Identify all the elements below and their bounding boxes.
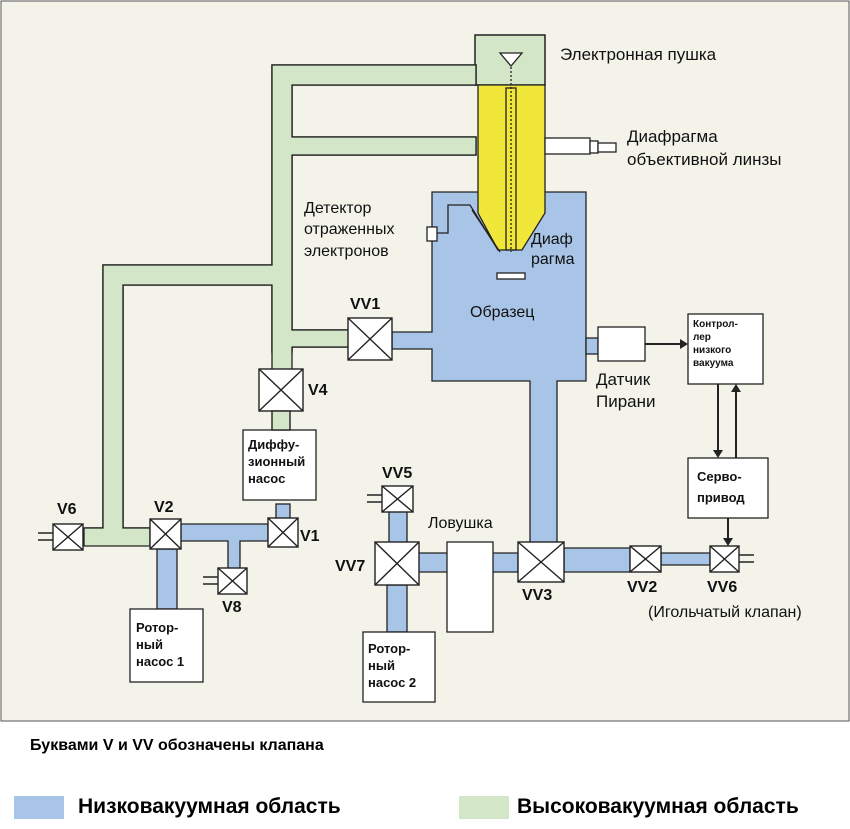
valve-vv5	[381, 485, 414, 513]
pipe-vv5-down	[388, 510, 408, 545]
label-needle-valve: (Игольчатый клапан)	[648, 604, 802, 621]
rotary-pump-1	[129, 608, 204, 683]
label-objective-aperture-1: Диафрагма	[627, 127, 718, 146]
label-v4: V4	[308, 382, 328, 399]
rotary-pump-1-text: Ротор- ный насос 1	[136, 620, 185, 669]
pipe-vv2-vv6	[660, 552, 711, 566]
vent-stubs	[38, 494, 754, 585]
objective-aperture-end	[597, 142, 617, 153]
label-vv7: VV7	[335, 558, 366, 575]
legend-low-swatch	[14, 796, 64, 819]
label-bse-detector-3: электронов	[304, 243, 389, 260]
label-pirani-1: Датчик	[596, 370, 651, 389]
diffusion-pump	[242, 429, 317, 501]
label-vv2: VV2	[627, 579, 658, 596]
diffusion-pump-text: Диффу- зионный насос	[248, 437, 306, 486]
pipe-vv3-vv2	[563, 547, 631, 573]
legend-high-swatch	[459, 796, 509, 819]
pipe-v2-down	[156, 548, 178, 610]
label-vv5: VV5	[382, 465, 413, 482]
pipe-pirani	[585, 337, 599, 355]
valve-v6	[52, 523, 84, 551]
bse-detector-arm-2	[471, 209, 501, 253]
low-vacuum-controller	[687, 313, 764, 385]
pipe-trap-vv3	[491, 552, 519, 573]
label-objective-aperture-2: объективной линзы	[627, 150, 782, 169]
pipe-vv7-trap	[417, 552, 449, 573]
lower-aperture	[496, 272, 526, 280]
label-electron-gun: Электронная пушка	[560, 45, 717, 64]
label-bse-detector-1: Детектор	[304, 200, 372, 217]
pipe-v1-up	[275, 503, 291, 520]
label-pirani-2: Пирани	[596, 392, 656, 411]
bse-detector	[426, 226, 438, 242]
trap	[446, 541, 494, 633]
label-v1: V1	[300, 528, 320, 545]
legend-high-label: Высоковакуумная область	[517, 795, 799, 818]
valve-v4	[258, 368, 304, 412]
arrow-servo-vv6	[723, 538, 733, 546]
label-bse-detector-2: отраженных	[304, 221, 395, 238]
label-trap: Ловушка	[428, 515, 493, 532]
valve-vv2	[629, 545, 662, 573]
label-v8: V8	[222, 599, 242, 616]
valve-v1	[267, 517, 299, 548]
valves	[52, 317, 740, 595]
gun-tip	[498, 52, 524, 68]
label-aperture-2: рагма	[531, 251, 575, 268]
valve-vv3	[517, 541, 565, 583]
pipe-v4-pump	[271, 410, 291, 431]
objective-aperture-knob	[589, 140, 599, 154]
servo-text: Серво- привод	[697, 469, 745, 505]
arrow-ctrl-servo	[713, 450, 723, 458]
label-specimen: Образец	[470, 304, 535, 321]
low-vacuum-areas	[156, 191, 711, 633]
label-v2: V2	[154, 499, 174, 516]
rotary-pump-2	[362, 631, 436, 703]
rotary-pump-2-text: Ротор- ный насос 2	[368, 641, 417, 690]
pirani-gauge	[597, 326, 646, 362]
label-vv1: VV1	[350, 296, 381, 313]
legend-low-label: Низковакуумная область	[78, 795, 341, 818]
valve-vv6	[709, 545, 740, 573]
beam-tube	[505, 87, 517, 251]
label-aperture-1: Диаф	[531, 231, 573, 248]
arrow-servo-ctrl	[731, 384, 741, 392]
valves-note: Буквами V и VV обозначены клапана	[30, 737, 324, 754]
valve-vv7	[374, 541, 420, 586]
label-v6: V6	[57, 501, 77, 518]
objective-aperture-rod	[544, 137, 591, 155]
pipe-vv7-down	[386, 584, 408, 633]
valve-v8	[217, 567, 248, 595]
electron-column	[426, 52, 617, 280]
arrow-head-controller	[680, 339, 688, 349]
controller-text: Контрол- лер низкого вакуума	[693, 319, 738, 369]
label-vv6: VV6	[707, 579, 738, 596]
valve-v2	[149, 518, 182, 550]
valve-vv1	[347, 317, 393, 361]
label-vv3: VV3	[522, 587, 553, 604]
